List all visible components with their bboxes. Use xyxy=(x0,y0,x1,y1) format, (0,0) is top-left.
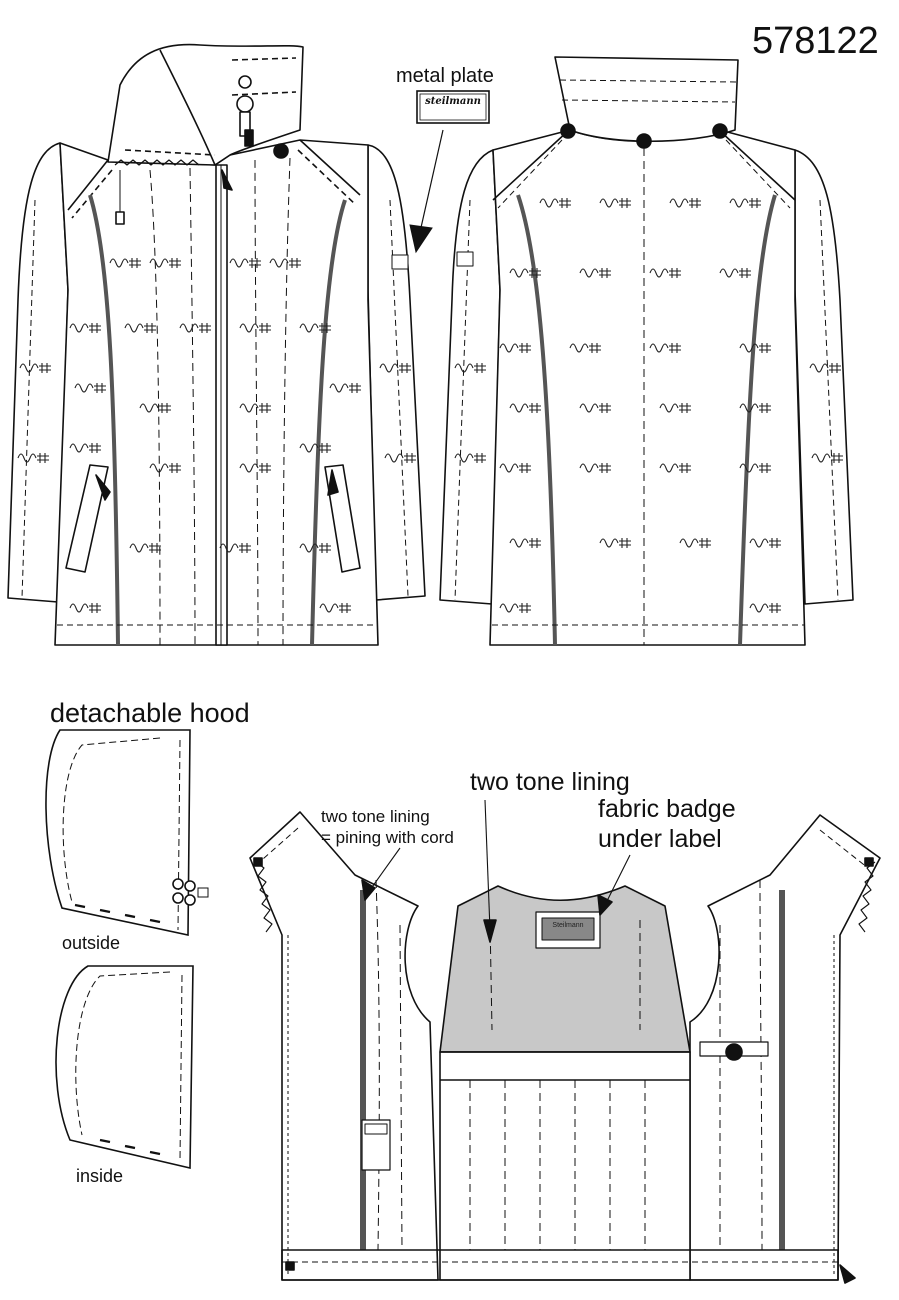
back-body xyxy=(489,129,806,646)
lining-title: two tone lining xyxy=(470,768,630,796)
jacket-front-view xyxy=(7,43,426,646)
back-left-sleeve xyxy=(439,149,501,605)
hood-outside-label: outside xyxy=(62,933,121,953)
inner-pocket-left xyxy=(361,1119,391,1171)
badge-brand: Steilmann xyxy=(552,922,584,929)
hood-inside xyxy=(55,965,194,1170)
style-number: 578122 xyxy=(752,20,879,62)
metal-plate-callout xyxy=(409,90,490,254)
badge-note-line2: under label xyxy=(598,825,722,853)
badge-note-line1: fabric badge xyxy=(598,795,736,823)
jacket-lining-view xyxy=(249,799,881,1284)
hood-outside xyxy=(45,729,209,936)
front-left-sleeve xyxy=(7,142,69,603)
front-left-pocket xyxy=(65,464,109,573)
hood-title: detachable hood xyxy=(50,698,250,728)
piping-note-line2: = pining with cord xyxy=(321,828,454,847)
hood-inside-label: inside xyxy=(76,1166,124,1186)
brand-label xyxy=(541,917,595,941)
metal-plate-label: metal plate xyxy=(396,65,494,87)
lining-back-yoke xyxy=(439,885,691,1053)
front-right-sleeve xyxy=(367,144,426,601)
metal-plate-brand: steilmann xyxy=(425,96,481,107)
jacket-back-view xyxy=(439,56,854,646)
back-right-sleeve xyxy=(794,149,854,605)
metal-plate xyxy=(416,90,490,124)
lining-left-front xyxy=(249,811,439,1281)
piping-note-line1: two tone lining xyxy=(321,807,430,826)
back-collar xyxy=(554,56,739,143)
